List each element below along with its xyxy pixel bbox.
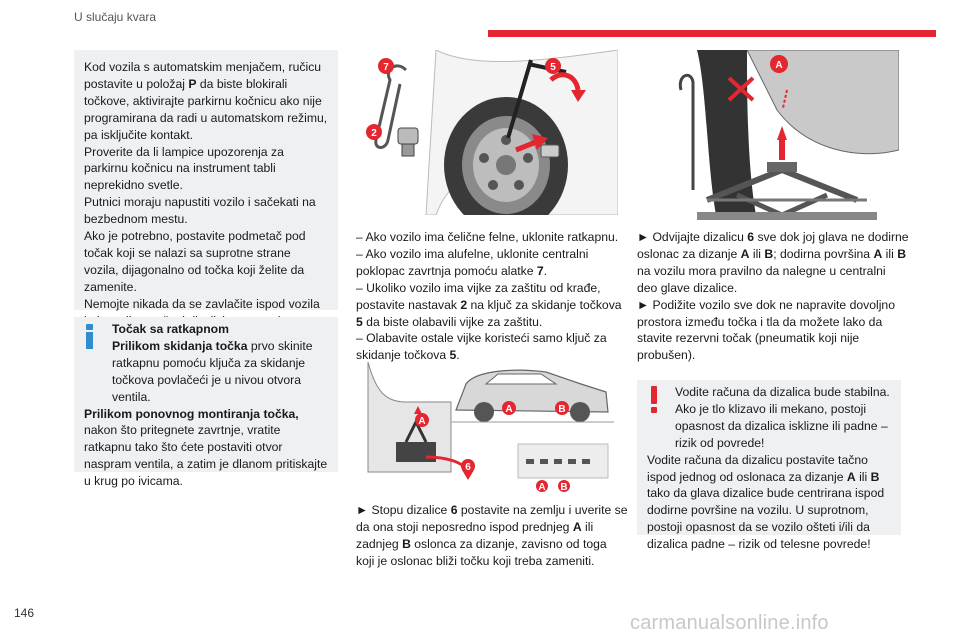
- intro-paragraph-2: Proverite da li lampice upozorenja za pa…: [84, 144, 284, 193]
- instruction-anti-theft: – Ukoliko vozilo ima vijke za zaštitu od…: [356, 280, 622, 329]
- header-accent-bar: [488, 30, 936, 37]
- intro-paragraph-1: Kod vozila s automatskim menjačem, ručic…: [84, 60, 328, 142]
- warning-stability: Vodite računa da dizalica bude stabilna.…: [675, 385, 890, 450]
- figure2-label-a-car: A: [505, 404, 512, 415]
- figure-jack-under-car: A: [637, 50, 899, 220]
- tip-title: Točak sa ratkapnom: [112, 322, 229, 336]
- running-header: U slučaju kvara: [74, 10, 157, 24]
- tip-refit: Prilikom ponovnog montiranja točka, nako…: [84, 406, 328, 489]
- figure1-label-7: 7: [383, 62, 389, 73]
- intro-box: Kod vozila s automatskim menjačem, ručic…: [74, 50, 338, 345]
- warning-icon: [649, 386, 659, 413]
- instruction-unscrew-jack: ► Odvijajte dizalicu 6 sve dok joj glava…: [637, 230, 909, 295]
- figure3-label-a: A: [775, 60, 782, 71]
- jack-operation-instructions: ► Odvijajte dizalicu 6 sve dok joj glava…: [637, 229, 909, 364]
- tip-removal: Prilikom skidanja točka prvo skinite rat…: [112, 338, 313, 404]
- figure-jacking-points: A B A 6 A B: [356, 362, 618, 492]
- figure2-label-6: 6: [465, 462, 471, 473]
- figure2-label-a-sill: A: [538, 482, 545, 492]
- jack-placement-instruction: ► Stopu dizalice 6 postavite na zemlju i…: [356, 503, 628, 568]
- info-icon: [85, 324, 94, 349]
- figure1-label-2: 2: [371, 128, 377, 139]
- warning-box: Vodite računa da dizalica bude stabilna.…: [637, 380, 901, 551]
- figure2-label-a-jack: A: [418, 416, 425, 427]
- intro-paragraph-3: Putnici moraju napustiti vozilo i sačeka…: [84, 195, 316, 227]
- instruction-steel-rims: – Ako vozilo ima čelične felne, uklonite…: [356, 230, 619, 244]
- instruction-raise-vehicle: ► Podižite vozilo sve dok ne napravite d…: [637, 297, 895, 363]
- warning-placement: Vodite računa da dizalicu postavite tačn…: [647, 452, 885, 552]
- page-number: 146: [14, 606, 35, 620]
- figure2-label-b-sill: B: [560, 482, 567, 492]
- watermark: carmanualsonline.info: [630, 612, 829, 634]
- intro-paragraph-4: Ako je potrebno, postavite podmetač pod …: [84, 229, 306, 294]
- tip-box: Točak sa ratkapnom Prilikom skidanja toč…: [74, 317, 338, 488]
- figure1-label-5: 5: [550, 62, 556, 73]
- instruction-alloy-rims: – Ako vozilo ima alufelne, uklonite cent…: [356, 246, 589, 278]
- figure-wheel-tools: 7 5 2: [356, 50, 618, 215]
- instruction-loosen-bolts: – Olabavite ostale vijke koristeći samo …: [356, 331, 607, 363]
- wheel-bolt-instructions: – Ako vozilo ima čelične felne, uklonite…: [356, 229, 628, 364]
- figure2-label-b-car: B: [558, 404, 565, 415]
